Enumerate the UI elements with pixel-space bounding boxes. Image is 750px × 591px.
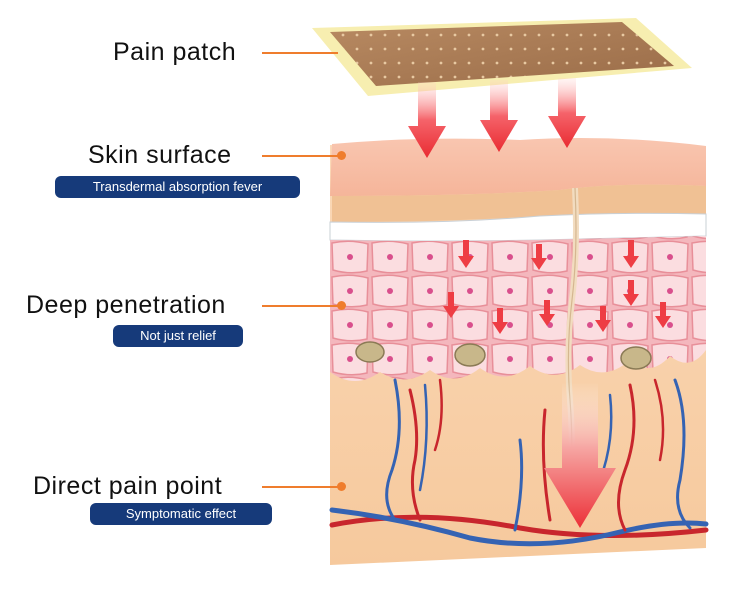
skin-top-surface bbox=[329, 138, 707, 242]
marker-direct-pain-point bbox=[337, 482, 346, 491]
label-deep-penetration: Deep penetration bbox=[26, 291, 226, 319]
marker-deep-penetration bbox=[337, 301, 346, 310]
blood-vessels bbox=[329, 378, 709, 547]
penetration-arrows bbox=[443, 240, 671, 334]
leader-deep-penetration bbox=[262, 305, 338, 307]
leader-skin-surface bbox=[262, 155, 338, 157]
epidermis-cell-layer bbox=[330, 236, 706, 381]
absorption-arrows bbox=[408, 78, 586, 158]
label-skin-surface: Skin surface bbox=[88, 141, 232, 169]
deep-arrow bbox=[544, 382, 616, 528]
leader-pain-patch bbox=[262, 52, 338, 54]
label-direct-pain-point: Direct pain point bbox=[33, 472, 223, 500]
badge-symptomatic-effect: Symptomatic effect bbox=[90, 503, 272, 525]
patch-graphic bbox=[312, 18, 692, 96]
badge-transdermal-absorption: Transdermal absorption fever bbox=[55, 176, 300, 198]
badge-not-just-relief: Not just relief bbox=[113, 325, 243, 347]
marker-skin-surface bbox=[337, 151, 346, 160]
leader-direct-pain-point bbox=[262, 486, 338, 488]
label-pain-patch: Pain patch bbox=[113, 38, 237, 66]
